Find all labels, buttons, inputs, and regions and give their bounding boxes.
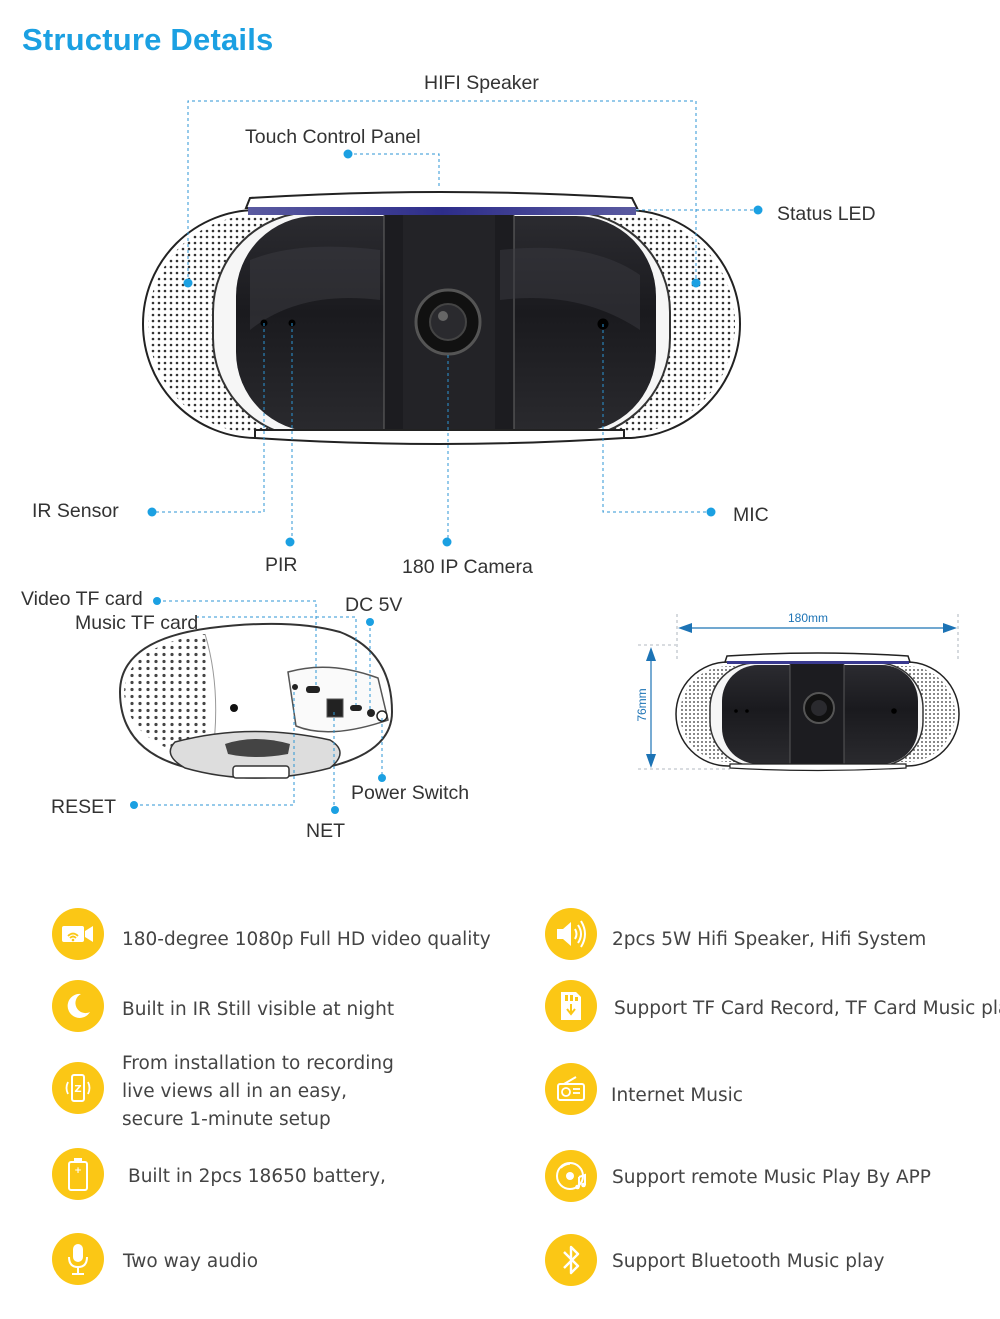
dimension-view-device bbox=[675, 652, 960, 772]
speaker-icon bbox=[545, 908, 597, 960]
feature-text-video-quality: 180-degree 1080p Full HD video quality bbox=[122, 929, 491, 950]
bluetooth-icon bbox=[545, 1234, 597, 1286]
phone-setup-icon: Z bbox=[52, 1062, 104, 1114]
dimension-height: 76mm bbox=[635, 688, 649, 721]
label-hifi-speaker: HIFI Speaker bbox=[424, 72, 539, 94]
feature-text-hifi-speaker: 2pcs 5W Hifi Speaker, Hifi System bbox=[612, 929, 927, 950]
label-ir-sensor: IR Sensor bbox=[32, 500, 119, 522]
tf-card-icon bbox=[545, 980, 597, 1032]
feature-text-tf-card: Support TF Card Record, TF Card Music pl… bbox=[614, 998, 1000, 1019]
label-mic: MIC bbox=[733, 504, 769, 526]
label-touch-control-panel: Touch Control Panel bbox=[245, 126, 421, 148]
device-diagram: 180mm 76mm bbox=[118, 100, 960, 814]
feature-text-ir-night: Built in IR Still visible at night bbox=[122, 999, 395, 1020]
label-status-led: Status LED bbox=[777, 203, 876, 225]
label-music-tf-card: Music TF card bbox=[75, 612, 199, 634]
label-reset: RESET bbox=[51, 796, 117, 818]
music-disc-icon bbox=[545, 1150, 597, 1202]
microphone-icon bbox=[52, 1233, 104, 1285]
svg-text:Z: Z bbox=[74, 1084, 81, 1095]
page-title: Structure Details bbox=[22, 22, 274, 57]
rear-view-device bbox=[118, 622, 394, 779]
feature-text-bluetooth: Support Bluetooth Music play bbox=[612, 1251, 885, 1272]
feature-text-battery: Built in 2pcs 18650 battery, bbox=[128, 1166, 386, 1187]
feature-text-setup: From installation to recording live view… bbox=[122, 1053, 394, 1130]
battery-icon: + bbox=[52, 1148, 104, 1200]
label-pir: PIR bbox=[265, 554, 298, 576]
label-video-tf-card: Video TF card bbox=[21, 588, 143, 610]
radio-icon bbox=[545, 1063, 597, 1115]
dimension-width: 180mm bbox=[788, 611, 828, 625]
video-camera-wifi-icon bbox=[52, 908, 104, 960]
label-net: NET bbox=[306, 820, 345, 842]
feature-text-internet-music: Internet Music bbox=[611, 1085, 743, 1106]
moon-icon bbox=[52, 980, 104, 1032]
svg-text:+: + bbox=[74, 1166, 82, 1176]
label-dc-5v: DC 5V bbox=[345, 594, 403, 616]
feature-text-two-way-audio: Two way audio bbox=[123, 1251, 259, 1272]
feature-text-remote-music: Support remote Music Play By APP bbox=[612, 1167, 931, 1188]
label-power-switch: Power Switch bbox=[351, 782, 470, 804]
label-ip-camera: 180 IP Camera bbox=[402, 556, 533, 578]
front-view-device bbox=[142, 191, 741, 445]
